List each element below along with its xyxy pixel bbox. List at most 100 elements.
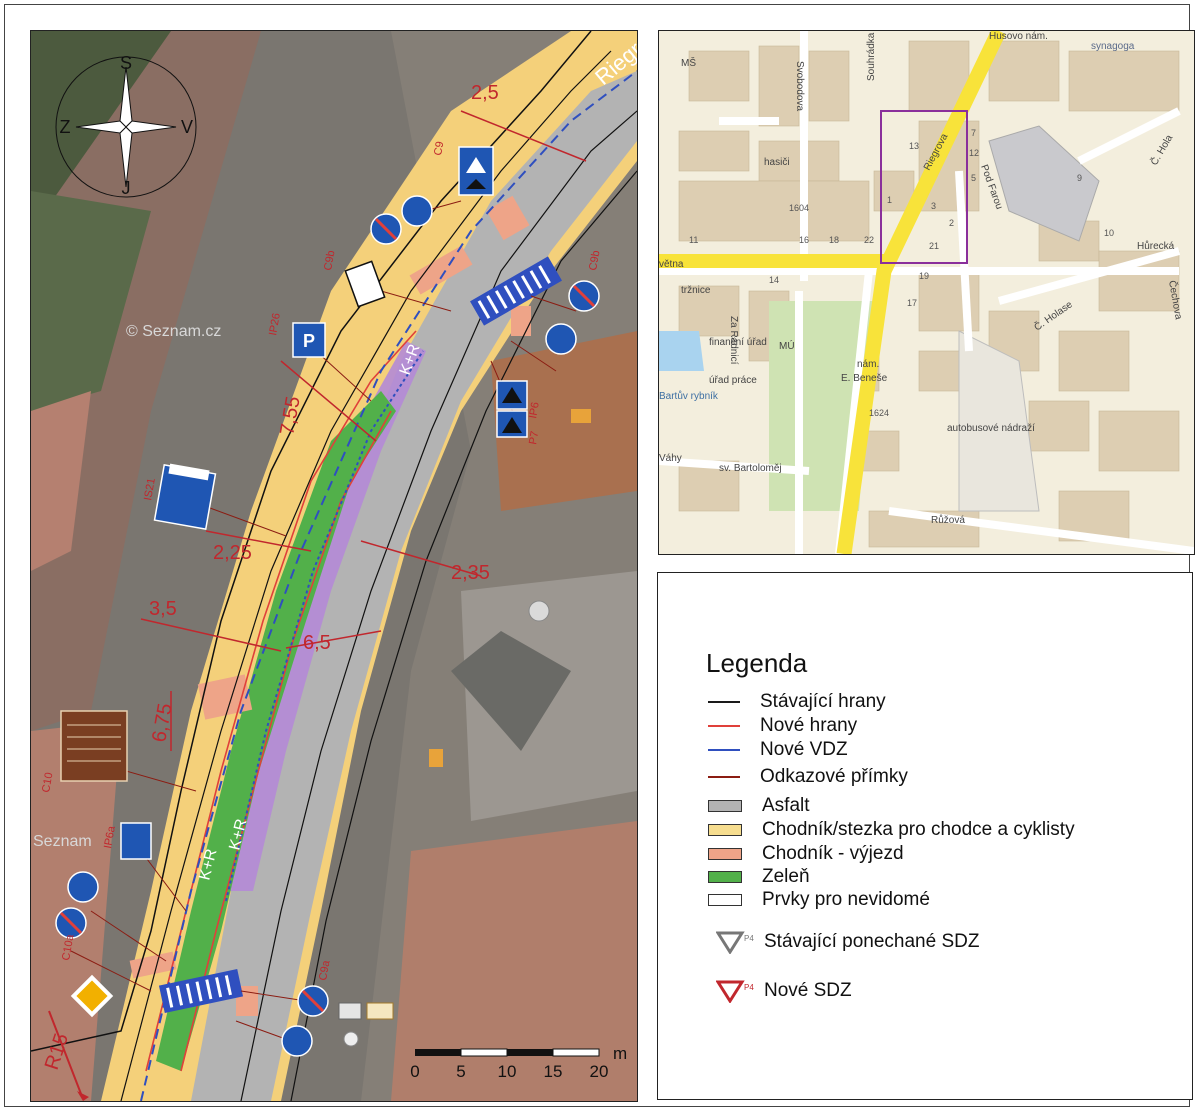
crossing-bottom <box>158 968 244 1014</box>
svg-text:Za Radnicí: Za Radnicí <box>728 316 739 365</box>
asphalt-swatch <box>708 800 742 812</box>
svg-text:9: 9 <box>1077 173 1082 183</box>
svg-text:1624: 1624 <box>869 408 889 418</box>
dim-6: 6,5 <box>303 632 331 654</box>
svg-text:MŠ: MŠ <box>681 56 696 69</box>
svg-text:nám.: nám. <box>857 359 879 370</box>
legend-item-greenery: Zeleň <box>708 866 810 888</box>
code-4: IP6 <box>527 401 542 419</box>
cafe-icon <box>343 1031 359 1047</box>
line-swatch-black <box>708 695 740 709</box>
compass-w: Z <box>60 117 71 137</box>
legend-item-new-vdz: Nové VDZ <box>708 739 848 761</box>
svg-text:Husovo nám.: Husovo nám. <box>989 31 1048 42</box>
svg-text:Váhy: Váhy <box>659 453 682 464</box>
project-extent <box>880 110 968 264</box>
svg-text:Souhrádka: Souhrádka <box>866 32 877 81</box>
legend-item-existing-edges: Stávající hrany <box>708 691 886 713</box>
svg-text:19: 19 <box>919 271 929 281</box>
dim-1: 2,5 <box>471 82 499 104</box>
svg-text:synagoga: synagoga <box>1091 41 1135 52</box>
compass-s: J <box>122 178 131 198</box>
sign-bike-4 <box>281 1025 313 1057</box>
main-map[interactable]: S J Z V Riegr © Seznam.cz Seznam K+R K+R… <box>30 30 638 1102</box>
code-3: C9b <box>587 250 602 272</box>
svg-text:14: 14 <box>769 275 779 285</box>
code-6: IP26 <box>267 312 283 336</box>
main-map-svg: S J Z V Riegr © Seznam.cz Seznam K+R K+R… <box>31 31 637 1101</box>
svg-text:3: 3 <box>931 201 936 211</box>
svg-text:P: P <box>303 331 315 351</box>
legend-item-reference-lines: Odkazové přímky <box>708 766 908 788</box>
kiss-ride-lane <box>221 341 426 891</box>
compass-rose: S J Z V <box>55 53 197 198</box>
sign-panel-1 <box>344 260 386 308</box>
dim-5: 3,5 <box>149 598 177 620</box>
compass-n: S <box>120 53 132 73</box>
sign-ip-1 <box>496 380 528 410</box>
code-7: IP6a <box>102 824 118 849</box>
legend-item-new-sdz: P4 Nové SDZ <box>716 980 852 1003</box>
code-1: C9 <box>432 141 446 157</box>
line-swatch-darkred <box>708 770 740 784</box>
code-9: C10 <box>40 772 55 794</box>
legend-item-existing-sdz: P4 Stávající ponechané SDZ <box>716 931 979 954</box>
line-swatch-blue <box>708 743 740 757</box>
line-swatch-red <box>708 719 740 733</box>
svg-text:finanční úřad: finanční úřad <box>709 337 767 348</box>
svg-text:10: 10 <box>498 1062 517 1081</box>
road-asphalt <box>191 71 637 1101</box>
legend-title: Legenda <box>706 648 808 678</box>
dim-3: 2,25 <box>213 542 252 564</box>
svg-text:větna: větna <box>659 259 684 270</box>
svg-text:17: 17 <box>907 298 917 308</box>
crossing-top <box>470 256 562 326</box>
sign-information-board <box>60 710 128 782</box>
svg-text:5: 5 <box>971 173 976 183</box>
code-10: C10a <box>60 933 77 962</box>
svg-text:16: 16 <box>799 235 809 245</box>
svg-text:tržnice: tržnice <box>681 285 711 296</box>
code-11: C9a <box>317 959 332 982</box>
code-2: C9b <box>322 250 337 272</box>
svg-text:Svobodova: Svobodova <box>794 61 805 111</box>
svg-text:11: 11 <box>689 235 698 245</box>
svg-text:úřad práce: úřad práce <box>709 375 757 386</box>
basket-icon <box>571 409 591 423</box>
sign-bike-3 <box>67 871 99 903</box>
locator-map-svg: Husovo nám. synagoga Svobodova Souhrádka… <box>659 31 1194 554</box>
svg-text:sv. Bartoloměj: sv. Bartoloměj <box>719 463 782 474</box>
svg-text:Bartův rybník: Bartův rybník <box>659 390 719 402</box>
svg-text:15: 15 <box>544 1062 563 1081</box>
driveway-2 <box>486 195 530 241</box>
legend-item-sidewalk: Chodník/stezka pro chodce a cyklisty <box>708 819 1075 841</box>
compass-e: V <box>181 117 193 137</box>
green-strip <box>156 391 396 1071</box>
sign-bike-1 <box>401 195 433 227</box>
tactile-swatch <box>708 894 742 906</box>
svg-text:1: 1 <box>887 195 892 205</box>
svg-text:13: 13 <box>909 141 919 151</box>
shop-icon <box>429 749 443 767</box>
svg-text:10: 10 <box>1104 228 1114 238</box>
svg-text:18: 18 <box>829 235 839 245</box>
svg-text:1604: 1604 <box>789 203 809 213</box>
svg-text:MÚ: MÚ <box>779 339 795 352</box>
signs: P <box>55 146 600 1057</box>
svg-text:E. Beneše: E. Beneše <box>841 373 888 384</box>
existing-sign-icon: P4 <box>716 931 754 954</box>
svg-text:Růžová: Růžová <box>931 514 965 526</box>
gallery-icon <box>338 1002 362 1020</box>
svg-text:0: 0 <box>410 1062 419 1081</box>
svg-text:21: 21 <box>929 241 939 251</box>
svg-text:5: 5 <box>456 1062 465 1081</box>
driveway-swatch <box>708 848 742 860</box>
page-frame <box>4 4 1190 1107</box>
book-icon <box>366 1002 394 1020</box>
greenery-swatch <box>708 871 742 883</box>
svg-text:22: 22 <box>864 235 874 245</box>
svg-text:12: 12 <box>969 148 979 158</box>
locator-map[interactable]: Husovo nám. synagoga Svobodova Souhrádka… <box>658 30 1195 555</box>
svg-text:autobusové nádraží: autobusové nádraží <box>947 423 1035 434</box>
watermark: © Seznam.cz <box>126 323 221 340</box>
